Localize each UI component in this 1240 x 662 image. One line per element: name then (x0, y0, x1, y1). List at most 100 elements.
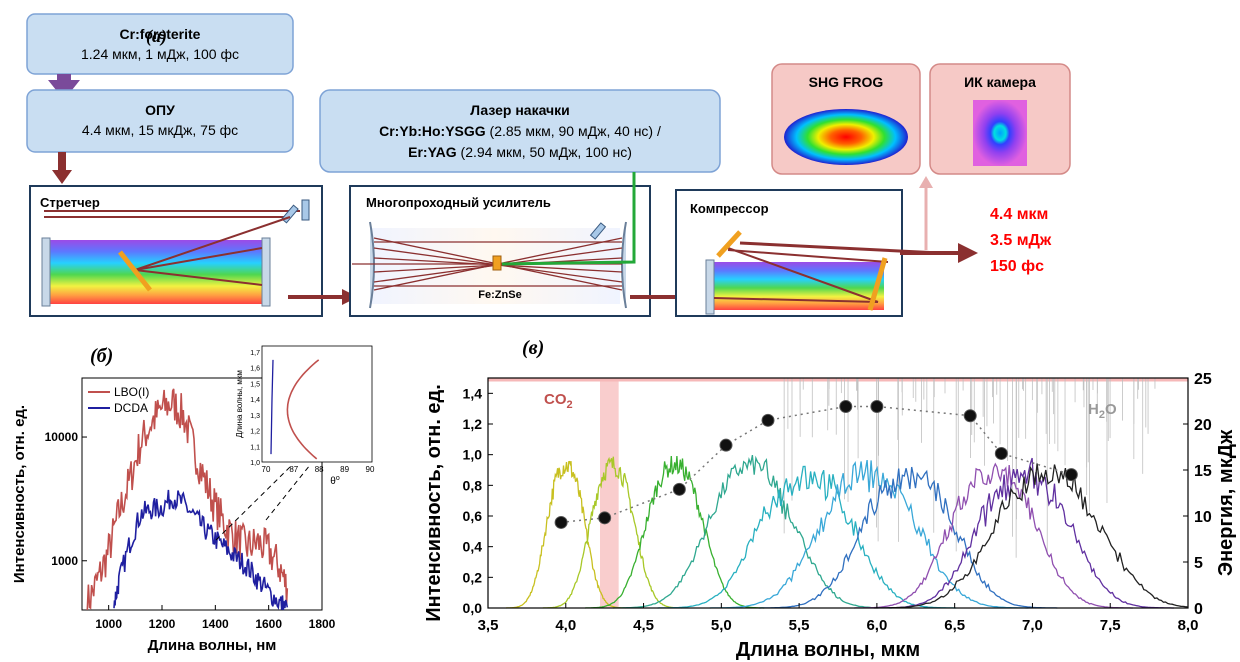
chart-c-y2tick-label: 5 (1194, 555, 1203, 572)
chart-b-xtick-label: 1400 (202, 617, 229, 631)
chart-c-ytick-label: 1,2 (463, 416, 483, 432)
inset-ytick-label: 1,7 (250, 350, 260, 357)
energy-point (672, 482, 686, 496)
panel-label-a: (а) (146, 26, 167, 47)
output-duration: 150 фс (990, 258, 1044, 275)
chart-b-xtick-label: 1600 (255, 617, 282, 631)
chart-c-ytick-label: 0,2 (463, 569, 483, 585)
panel-label-b: (б) (90, 345, 113, 367)
output-parameters: 4.4 мкм 3.5 мДж 150 фс (990, 206, 1052, 275)
amplifier-box: Многопроходный усилитель Fe:ZnSe (349, 185, 651, 317)
opa-box: ОПУ 4.4 мкм, 15 мкДж, 75 фс (26, 89, 294, 153)
chart-b-ylabel: Интенсивность, отн. ед. (11, 405, 28, 583)
source-laser-params: 1.24 мкм, 1 мДж, 100 фс (81, 46, 239, 62)
chart-c-y2label: Энергия, мкДж (1215, 429, 1237, 576)
chart-c-y2tick-label: 10 (1194, 509, 1212, 526)
chart-b-frame (81, 377, 323, 611)
inset-ytick-label: 1,3 (250, 413, 260, 420)
chart-c-frame (487, 377, 1189, 609)
chart-c-xtick-label: 6,5 (944, 617, 965, 634)
spectrum-9 (875, 457, 1174, 609)
chart-c-xtick-label: 6,0 (866, 617, 887, 634)
zoom-line-right (265, 464, 311, 521)
chart-b-xtick-label: 1800 (309, 617, 336, 631)
chart-c-xtick-label: 4,0 (555, 617, 576, 634)
chart-c-ytick-label: 0,6 (463, 508, 483, 524)
pump-beam (501, 172, 636, 266)
chart-c-y2tick-label: 20 (1194, 417, 1212, 434)
diagnostics-arrow (919, 176, 933, 250)
frog-trace-image (784, 109, 908, 165)
energy-point (963, 409, 977, 423)
beam-profile-image (973, 100, 1027, 166)
inset-ytick-label: 1,2 (250, 429, 260, 436)
inset-lbo-curve (286, 359, 320, 460)
chart-c-ytick-label: 0,8 (463, 477, 483, 493)
spectrum-6 (709, 459, 1029, 609)
chart-b-xlabel: Длина волны, нм (148, 637, 277, 654)
chart-b-xtick-label: 1200 (149, 617, 176, 631)
pump-laser-line2: Er:YAG (2.94 мкм, 50 мДж, 100 нс) (408, 144, 632, 160)
chart-c-xtick-label: 7,5 (1100, 617, 1121, 634)
chart-b-legend-label: LBO(I) (114, 385, 149, 399)
amplifier-title: Многопроходный усилитель (366, 195, 551, 210)
spectrum-3 (585, 455, 765, 609)
energy-point (839, 400, 853, 414)
energy-point (719, 438, 733, 452)
amplifier-crystal-label: Fe:ZnSe (478, 289, 521, 301)
inset-xtick-label: 90 (366, 465, 375, 474)
chart-c-xtick-label: 3,5 (478, 617, 499, 634)
spectrum-10 (873, 463, 1188, 609)
energy-trend-line (561, 405, 1072, 524)
chart-c-xtick-label: 5,5 (789, 617, 810, 634)
opa-params: 4.4 мкм, 15 мкДж, 75 фс (82, 122, 238, 138)
chart-c-xtick-label: 8,0 (1178, 617, 1199, 634)
chart-b-legend-label: DCDA (114, 401, 148, 415)
energy-point (1064, 468, 1078, 482)
inset-ylabel: Длина волны, мкм (235, 370, 244, 438)
h2o-annotation: H2O (1088, 401, 1117, 421)
inset-ytick-label: 1,0 (250, 460, 260, 467)
opa-title: ОПУ (145, 102, 175, 118)
stretcher-box: Стретчер (29, 185, 323, 317)
inset-xtick-label: 88 (315, 465, 324, 474)
chart-c-ylabel: Интенсивность, отн. ед. (423, 384, 445, 622)
chart-c-ytick-label: 1,4 (463, 385, 483, 401)
chart-c-ytick-label: 1,0 (463, 447, 483, 463)
source-laser-box: Cr:forsterite 1.24 мкм, 1 мДж, 100 фс (26, 13, 294, 75)
output-energy: 3.5 мДж (990, 232, 1052, 249)
chart-c-xtick-label: 5,0 (711, 617, 732, 634)
compressor-box: Компрессор (675, 189, 941, 317)
inset-ytick-label: 1,6 (250, 366, 260, 373)
compressor-title: Компрессор (690, 201, 769, 216)
inset-ytick-label: 1,1 (250, 444, 260, 451)
co2-absorption-band (600, 378, 619, 608)
chart-c-y2tick-label: 15 (1194, 463, 1212, 480)
spectrum-4 (613, 454, 892, 609)
ir-camera-title: ИК камера (964, 74, 1036, 90)
spectrum-8 (854, 462, 1133, 609)
co2-annotation: CO2 (544, 391, 573, 411)
chart-b-series-lboi (86, 388, 289, 611)
ir-camera-box: ИК камера (929, 63, 1071, 175)
stretcher-title: Стретчер (40, 195, 100, 210)
inset-xtick-label: 70 (262, 465, 271, 474)
chart-c-y2tick-label: 25 (1194, 371, 1212, 388)
spectrum-5 (657, 465, 957, 609)
pump-laser-title: Лазер накачки (470, 102, 570, 118)
chart-c-xlabel: Длина волны, мкм (736, 639, 920, 661)
chart-c-y2tick-label: 0 (1194, 601, 1203, 618)
chart-c-xtick-label: 4,5 (633, 617, 654, 634)
chart-b-xtick-label: 1000 (95, 617, 122, 631)
energy-point (870, 400, 884, 414)
energy-point (598, 511, 612, 525)
chart-b-series-dcda (113, 489, 289, 611)
shg-frog-box: SHG FROG (771, 63, 921, 175)
arrow-opa-to-stretcher (52, 152, 72, 184)
inset-ytick-label: 1,5 (250, 381, 260, 388)
spectrum-1 (505, 460, 626, 609)
panel-label-c: (в) (522, 337, 544, 359)
energy-point (994, 446, 1008, 460)
